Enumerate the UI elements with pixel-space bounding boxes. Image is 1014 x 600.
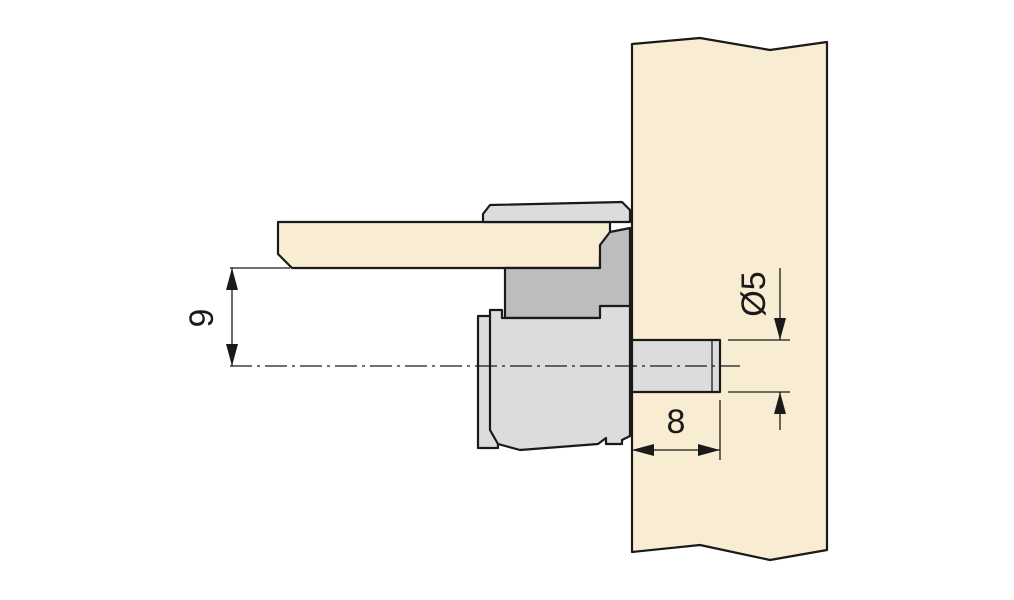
shelf-board <box>276 220 612 270</box>
dim8-label: 8 <box>667 403 686 441</box>
dim9-arrow-top <box>226 268 238 290</box>
dia5-arrow-bottom <box>774 392 786 414</box>
support-lower-body <box>488 304 632 452</box>
dim8-arrow-left <box>632 444 654 456</box>
dim8-arrow-right <box>698 444 720 456</box>
dim9-label: 9 <box>183 309 221 328</box>
dia5-arrow-top <box>774 318 786 340</box>
dia5-label: Ø5 <box>735 271 773 316</box>
dim9-arrow-bottom <box>226 344 238 366</box>
support-cap <box>481 200 632 224</box>
side-panel <box>630 36 829 562</box>
